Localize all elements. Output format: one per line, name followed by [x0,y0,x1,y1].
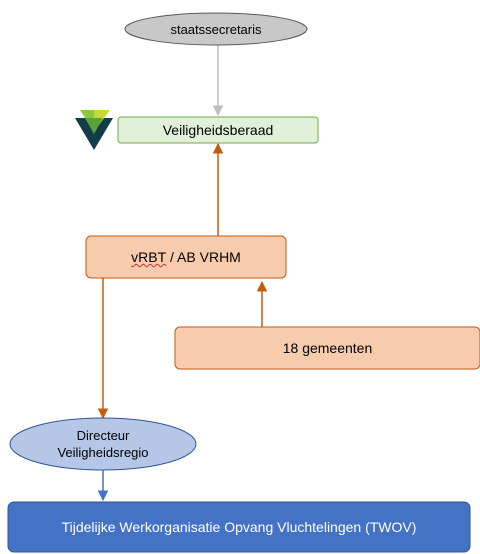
node-gemeenten [174,326,480,370]
node-vrbt [85,235,287,279]
node-twov [7,501,471,553]
veiligheidsregio-logo [75,110,113,150]
node-directeur [9,417,197,471]
node-veiligheidsberaad [117,116,319,144]
node-staatssecretaris [124,12,308,46]
